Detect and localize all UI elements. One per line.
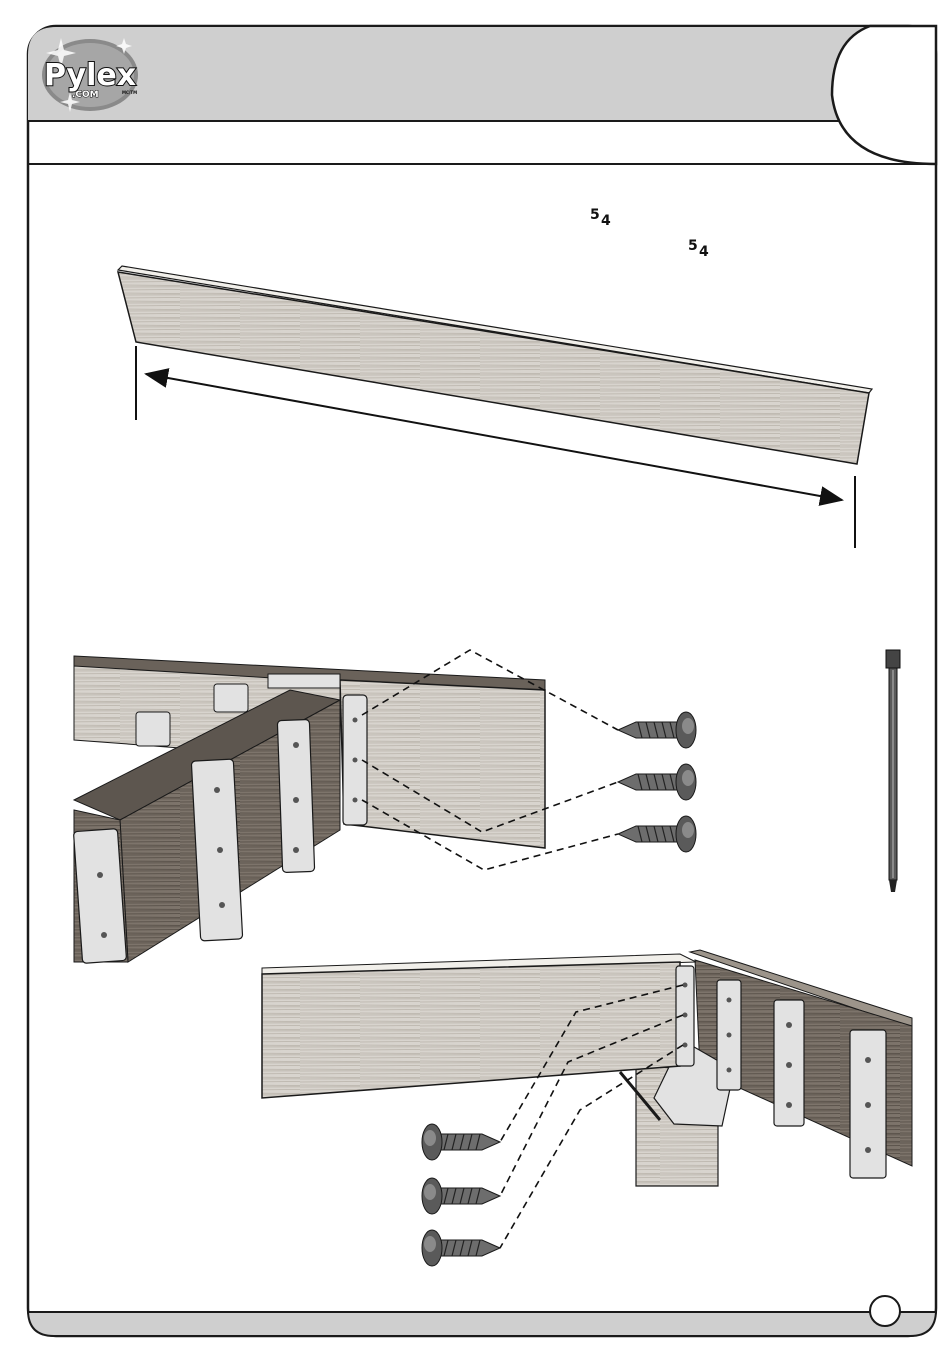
fraction-2-den: 4 bbox=[699, 244, 709, 260]
header-band bbox=[28, 27, 935, 121]
fraction-1-num: 5 bbox=[590, 207, 600, 223]
page-number-badge bbox=[870, 1296, 900, 1326]
front-board bbox=[340, 680, 545, 848]
footer-band bbox=[28, 1310, 936, 1336]
logo-brand: Pylex bbox=[44, 58, 136, 93]
logo-trademark: MC/TM bbox=[122, 90, 137, 95]
logo-suffix: .COM bbox=[72, 90, 99, 100]
bracket-back-1 bbox=[136, 712, 170, 746]
bracket-back-2 bbox=[214, 684, 248, 712]
fraction-2-num: 5 bbox=[688, 238, 698, 254]
fraction-1-den: 4 bbox=[601, 213, 611, 229]
corner-plate bbox=[268, 674, 340, 688]
bracket-4 bbox=[73, 829, 126, 964]
